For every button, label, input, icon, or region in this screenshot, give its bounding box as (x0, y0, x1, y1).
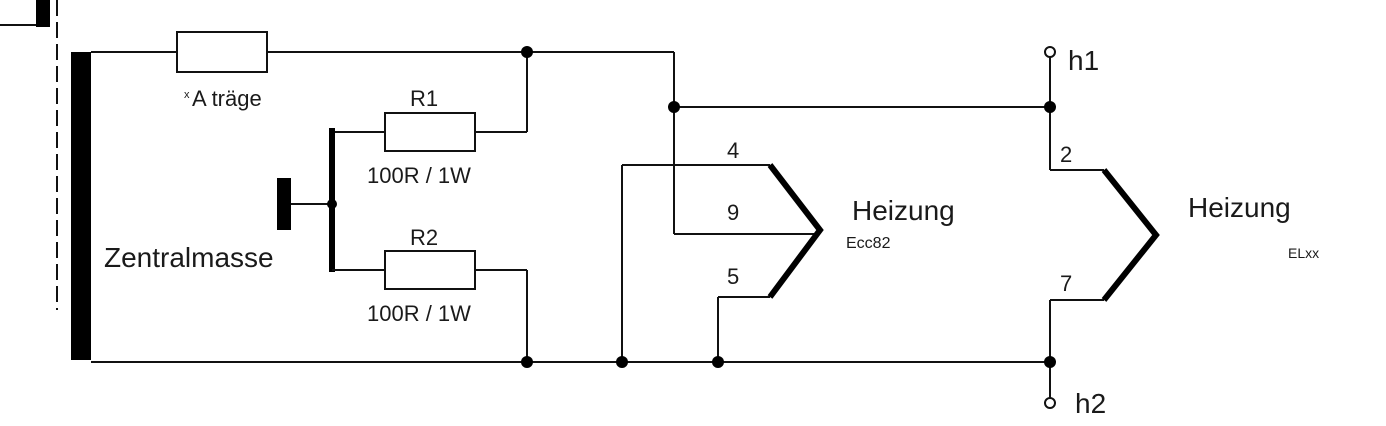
transformer-symbol (0, 0, 58, 310)
resistor-r2 (384, 250, 476, 290)
junction-dots (521, 46, 1056, 368)
heater-2-label: Heizung (1188, 192, 1291, 223)
fuse (176, 31, 268, 73)
ecc82-heater (621, 163, 824, 362)
tube-2-label: ELxx (1288, 245, 1319, 261)
h1-label: h1 (1068, 45, 1099, 76)
pin-5-label: 5 (727, 264, 739, 289)
r2-value: 100R / 1W (367, 301, 471, 326)
elxx-heater (1049, 107, 1160, 362)
tube-1-label: Ecc82 (846, 235, 891, 252)
pin-4-label: 4 (727, 138, 739, 163)
resistor-r1 (384, 112, 476, 152)
pin-9-label: 9 (727, 200, 739, 225)
h1-terminal (1044, 46, 1056, 58)
pin-7-label: 7 (1060, 271, 1072, 296)
ground-label: Zentralmasse (104, 242, 274, 273)
r1-value: 100R / 1W (367, 163, 471, 188)
h2-label: h2 (1075, 388, 1106, 419)
r2-name: R2 (410, 225, 438, 250)
pin-2-label: 2 (1060, 142, 1072, 167)
fuse-label: A träge (192, 86, 262, 111)
fuse-prefix: x (184, 89, 190, 101)
heater-1-label: Heizung (852, 195, 955, 226)
h2-terminal (1044, 397, 1056, 409)
r1-name: R1 (410, 86, 438, 111)
ground-symbol (277, 178, 291, 230)
transformer-winding (71, 52, 91, 360)
